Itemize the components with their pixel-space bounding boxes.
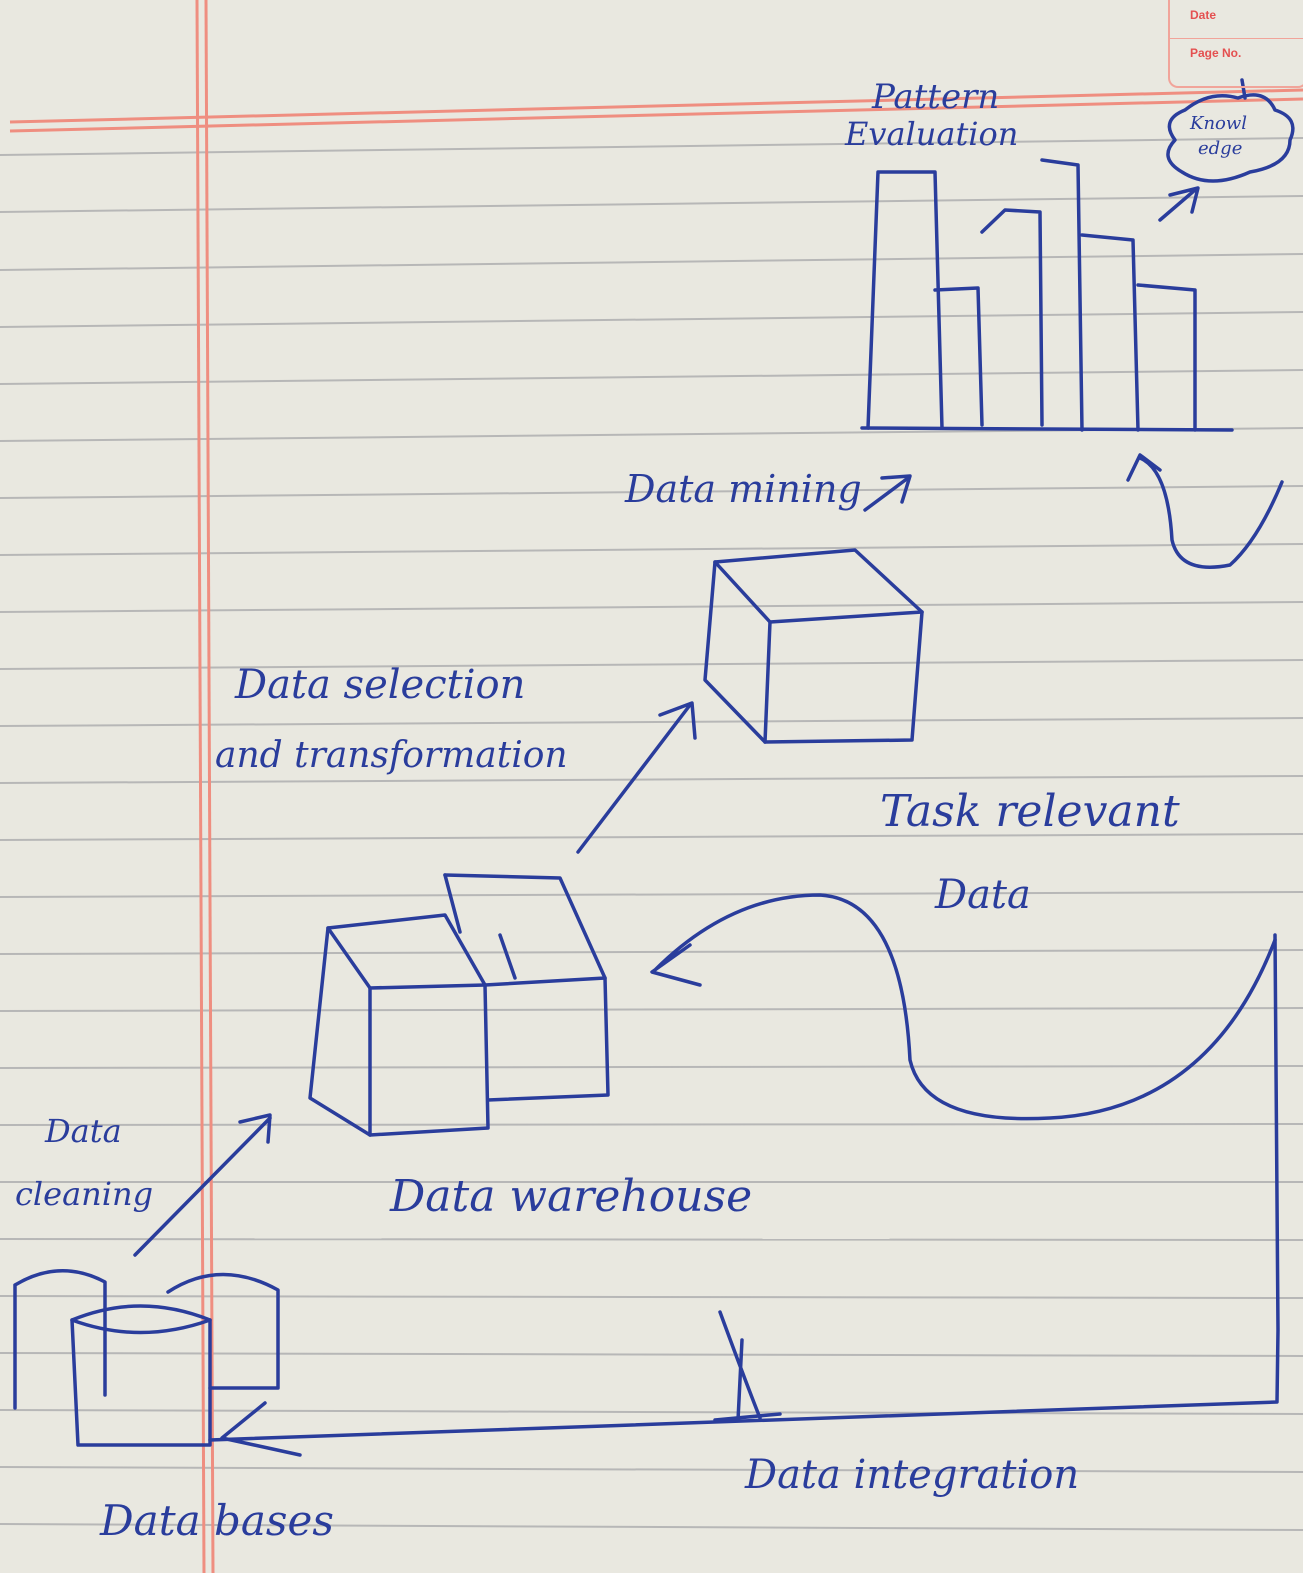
database-cylinders-icon — [13, 1269, 280, 1447]
data-integration-arrow — [208, 933, 1280, 1457]
label-data-selection-line1: Data selection — [235, 662, 526, 708]
label-data-mining: Data mining — [625, 467, 862, 511]
page-number-label: Page No. — [1190, 46, 1242, 60]
label-knowledge-line2: edge — [1198, 138, 1243, 159]
data-cleaning-arrow — [133, 1113, 272, 1257]
task-relevant-loop-arrow — [650, 893, 1277, 1121]
pattern-evaluation-chart-icon — [860, 158, 1234, 432]
data-warehouse-cube-icon — [308, 873, 610, 1137]
label-data-warehouse: Data warehouse — [390, 1171, 753, 1222]
margin-line — [195, 0, 215, 1573]
label-task-relevant-line1: Task relevant — [880, 786, 1180, 837]
label-data-cleaning-line2: cleaning — [15, 1175, 154, 1213]
data-mining-arrow — [863, 474, 912, 512]
label-pattern-evaluation-line2: Evaluation — [845, 115, 1019, 153]
date-label: Date — [1190, 8, 1217, 22]
header-divider — [1170, 38, 1303, 39]
label-pattern-evaluation-line1: Pattern — [872, 77, 1000, 117]
label-data-bases: Data bases — [100, 1496, 334, 1545]
selection-arrow — [576, 701, 697, 854]
knowledge-stem — [1240, 78, 1247, 100]
ruled-lines — [0, 137, 1303, 1531]
label-data-integration: Data integration — [745, 1452, 1080, 1498]
header-rule — [9, 88, 1303, 133]
evaluation-loop-arrow — [1126, 453, 1284, 569]
label-data-selection-line2: and transformation — [215, 735, 568, 776]
knowledge-arrow — [1158, 186, 1200, 222]
task-relevant-data-cube-icon — [703, 548, 924, 744]
label-data-cleaning-line1: Data — [45, 1112, 122, 1150]
label-knowledge-line1: Knowl — [1190, 113, 1248, 134]
page-header-box: Date Page No. — [1168, 0, 1303, 88]
label-task-relevant-line2: Data — [935, 872, 1031, 918]
